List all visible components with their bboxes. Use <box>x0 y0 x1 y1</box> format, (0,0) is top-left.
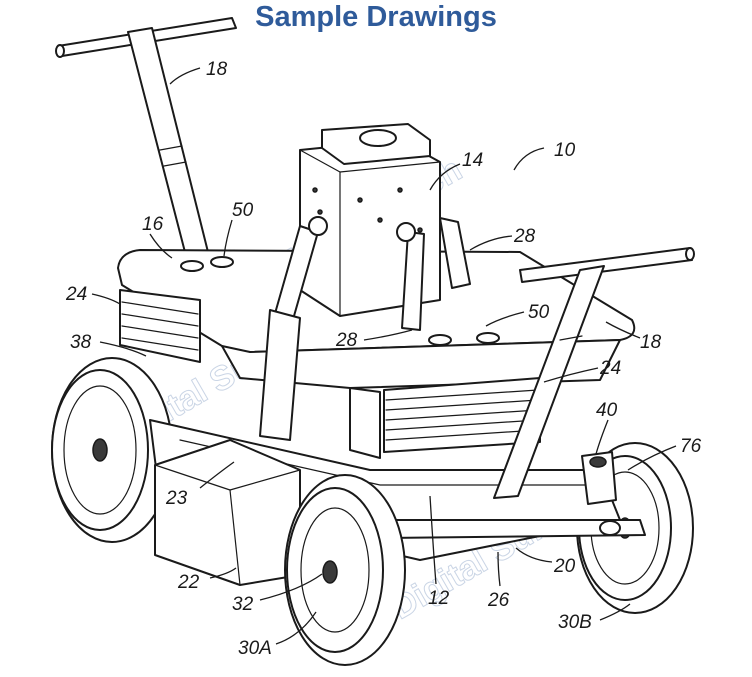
reference-numerals: 18 16 50 14 10 28 24 28 50 18 38 24 40 7… <box>65 59 702 659</box>
ref-18-rear-handle: 18 <box>206 59 228 80</box>
ref-28-lower: 28 <box>335 330 358 351</box>
ref-30b: 30B <box>558 612 592 633</box>
ref-30a: 30A <box>238 638 272 659</box>
ref-10: 10 <box>554 140 576 161</box>
ref-28-upper: 28 <box>513 226 536 247</box>
ref-76: 76 <box>680 436 702 457</box>
page-title: Sample Drawings <box>255 1 497 33</box>
ref-24-left: 24 <box>65 284 87 305</box>
ref-20: 20 <box>553 556 576 577</box>
ref-23: 23 <box>165 488 188 509</box>
ref-18-front-handle: 18 <box>640 332 662 353</box>
ref-50-front: 50 <box>528 302 550 323</box>
ref-38: 38 <box>70 332 92 353</box>
leader-lines <box>91 67 677 645</box>
ref-22: 22 <box>177 572 200 593</box>
wheel-30a <box>284 474 406 666</box>
actuators-28 <box>259 216 471 441</box>
ref-16: 16 <box>142 214 164 235</box>
front-handle <box>493 247 695 499</box>
ref-26: 26 <box>487 590 510 611</box>
battery-box-22 <box>154 439 301 586</box>
ref-12: 12 <box>428 588 450 609</box>
ref-50-rear: 50 <box>232 200 254 221</box>
ref-32: 32 <box>232 594 254 615</box>
rear-left-wheel <box>51 357 173 543</box>
ref-24-front: 24 <box>599 358 621 379</box>
ref-14: 14 <box>462 150 483 171</box>
rear-handle <box>55 17 237 257</box>
battery-pack-24 <box>383 377 541 453</box>
ref-40: 40 <box>596 400 618 421</box>
